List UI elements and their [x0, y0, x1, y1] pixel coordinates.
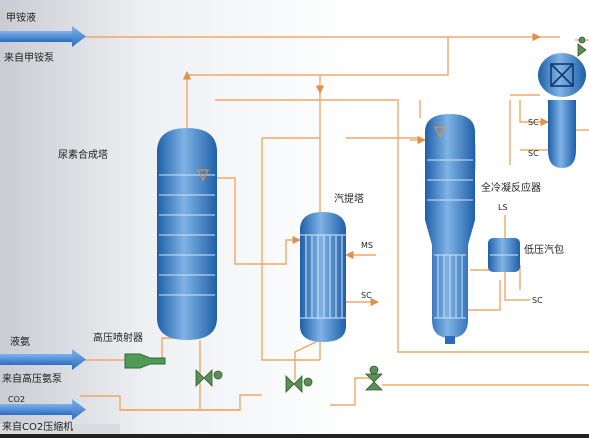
label-sc-drum: SC — [532, 296, 543, 305]
feed-arrow-formamide — [0, 26, 86, 47]
full-condensation-reactor — [425, 114, 475, 344]
high-pressure-ejector — [124, 353, 166, 369]
label-co2: CO2 — [8, 395, 25, 404]
label-high-pressure-ejector: 高压喷射器 — [93, 333, 143, 344]
label-liquid-ammonia: 液氨 — [10, 337, 30, 348]
label-urea-synthesis-tower: 尿素合成塔 — [58, 150, 108, 161]
label-sc-stripper: SC — [361, 291, 372, 300]
label-ms: MS — [361, 241, 373, 250]
label-ls: LS — [498, 203, 508, 212]
control-valves — [195, 36, 587, 393]
feed-arrow-ammonia — [0, 349, 86, 370]
feed-arrow-co2 — [0, 399, 86, 420]
label-low-pressure-drum: 低压汽包 — [524, 245, 564, 256]
low-pressure-drum — [488, 238, 520, 272]
label-full-condensation-reactor: 全冷凝反应器 — [481, 183, 541, 194]
stripping-tower — [300, 212, 346, 342]
scrubber-vessel — [538, 53, 586, 168]
label-from-hp-ammonia-pump: 来自高压氨泵 — [2, 374, 62, 385]
label-stripping-tower: 汽提塔 — [334, 194, 364, 205]
label-sc-reactor-top: SC — [528, 118, 539, 127]
bottom-border — [0, 434, 589, 438]
left-base-band — [0, 424, 120, 434]
urea-synthesis-tower — [157, 128, 217, 340]
label-sc-reactor-bottom: SC — [528, 149, 539, 158]
label-formamide-liquid: 甲铵液 — [6, 13, 36, 24]
pipes — [80, 32, 589, 411]
label-from-co2-compressor: 来自CO2压缩机 — [2, 422, 74, 433]
label-from-formamide-pump: 来自甲铵泵 — [4, 53, 54, 64]
